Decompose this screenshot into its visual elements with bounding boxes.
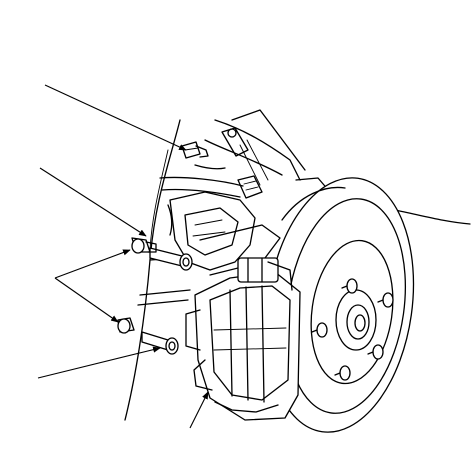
wheel-stud (334, 365, 351, 381)
callout-lower-pin (37, 346, 161, 379)
wheel-stud (341, 278, 358, 294)
suspension-strut (204, 109, 331, 193)
callout-bleeder-pair (54, 249, 131, 323)
brake-hose (159, 164, 263, 199)
wheel-stud (311, 322, 328, 338)
callout-guide-pin (39, 167, 147, 237)
wheel-studs (311, 278, 394, 381)
bleeder-screw-upper (131, 237, 157, 254)
guide-pin (149, 247, 193, 271)
lower-guide-pin (141, 331, 179, 355)
wheel-stud (377, 292, 394, 308)
wheel-stud (367, 344, 384, 360)
callout-upper-bolt (44, 84, 187, 151)
caliper-body (185, 257, 301, 421)
callout-caliper (189, 391, 209, 429)
bleeder-screw-lower (117, 317, 135, 334)
wheel-hub (335, 289, 377, 351)
